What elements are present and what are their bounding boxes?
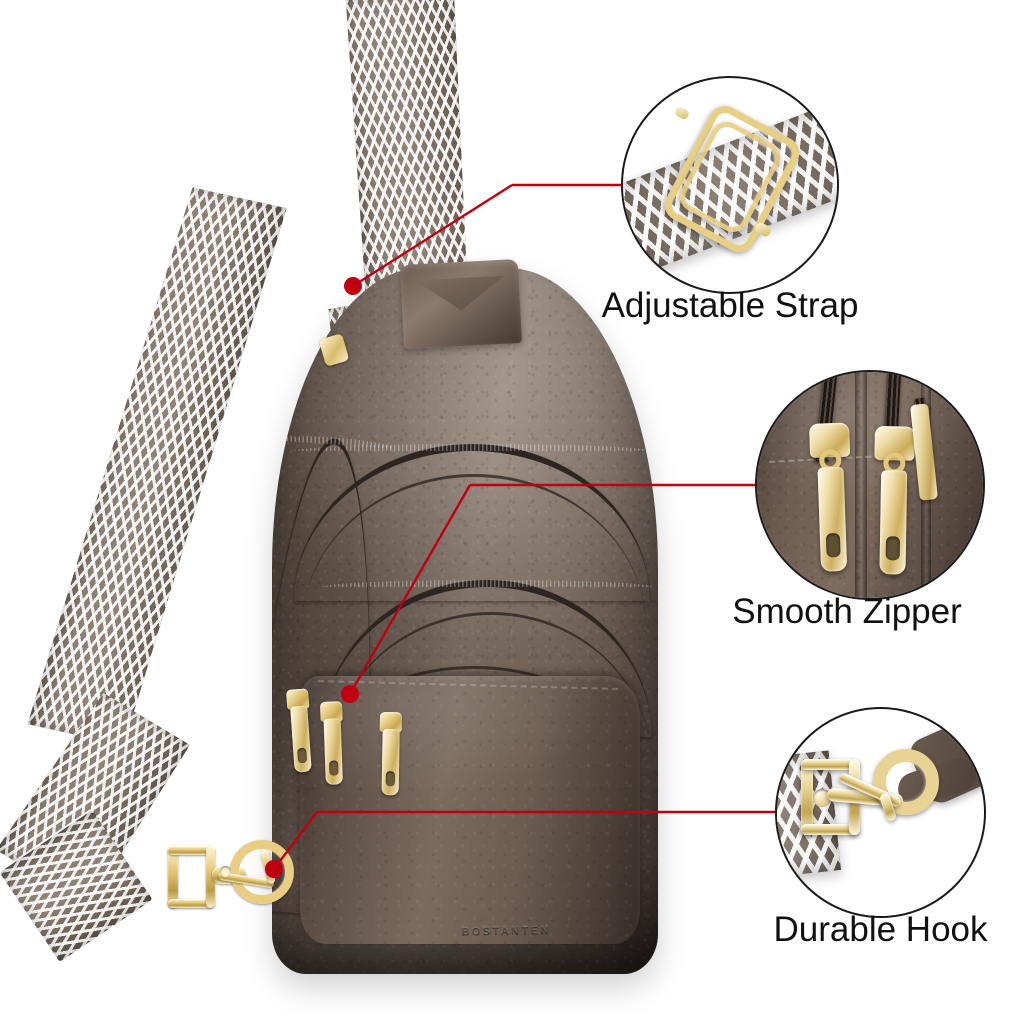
callout-circle-smooth-zipper xyxy=(755,370,985,600)
front-zip-pocket xyxy=(300,676,640,944)
stitch-seam-middle xyxy=(330,612,652,765)
panel-seam-left xyxy=(855,372,867,598)
callout-circle-durable-hook xyxy=(775,707,986,918)
hook-loop-top xyxy=(801,759,859,770)
bag-top-leather-tab xyxy=(399,258,523,350)
callout-circle-adjustable-strap xyxy=(621,76,839,294)
swivel-pin xyxy=(813,789,831,807)
callout-label-adjustable-strap: Adjustable Strap xyxy=(601,286,859,325)
callout-label-durable-hook: Durable Hook xyxy=(773,910,988,949)
zipper-seam-middle xyxy=(322,580,652,737)
hook-loop-bottom xyxy=(801,824,859,835)
product-photo: BOSTANTEN xyxy=(0,0,700,1024)
callout-adjustable-strap: Adjustable Strap xyxy=(602,76,858,323)
pocket-stitch-line xyxy=(318,680,618,690)
hook-loop-left xyxy=(801,759,813,835)
stitch-seam-upper xyxy=(302,474,646,627)
callout-durable-hook: Durable Hook xyxy=(774,707,988,947)
zipper-seam-upper xyxy=(294,444,650,601)
callout-smooth-zipper: Smooth Zipper xyxy=(732,370,985,629)
swivel-hook xyxy=(168,836,298,922)
callout-label-smooth-zipper: Smooth Zipper xyxy=(732,592,962,631)
strap-segment-long-left xyxy=(27,184,286,749)
buckle-prong-top xyxy=(673,105,691,121)
stitch-seam-pocket-top xyxy=(294,666,654,801)
